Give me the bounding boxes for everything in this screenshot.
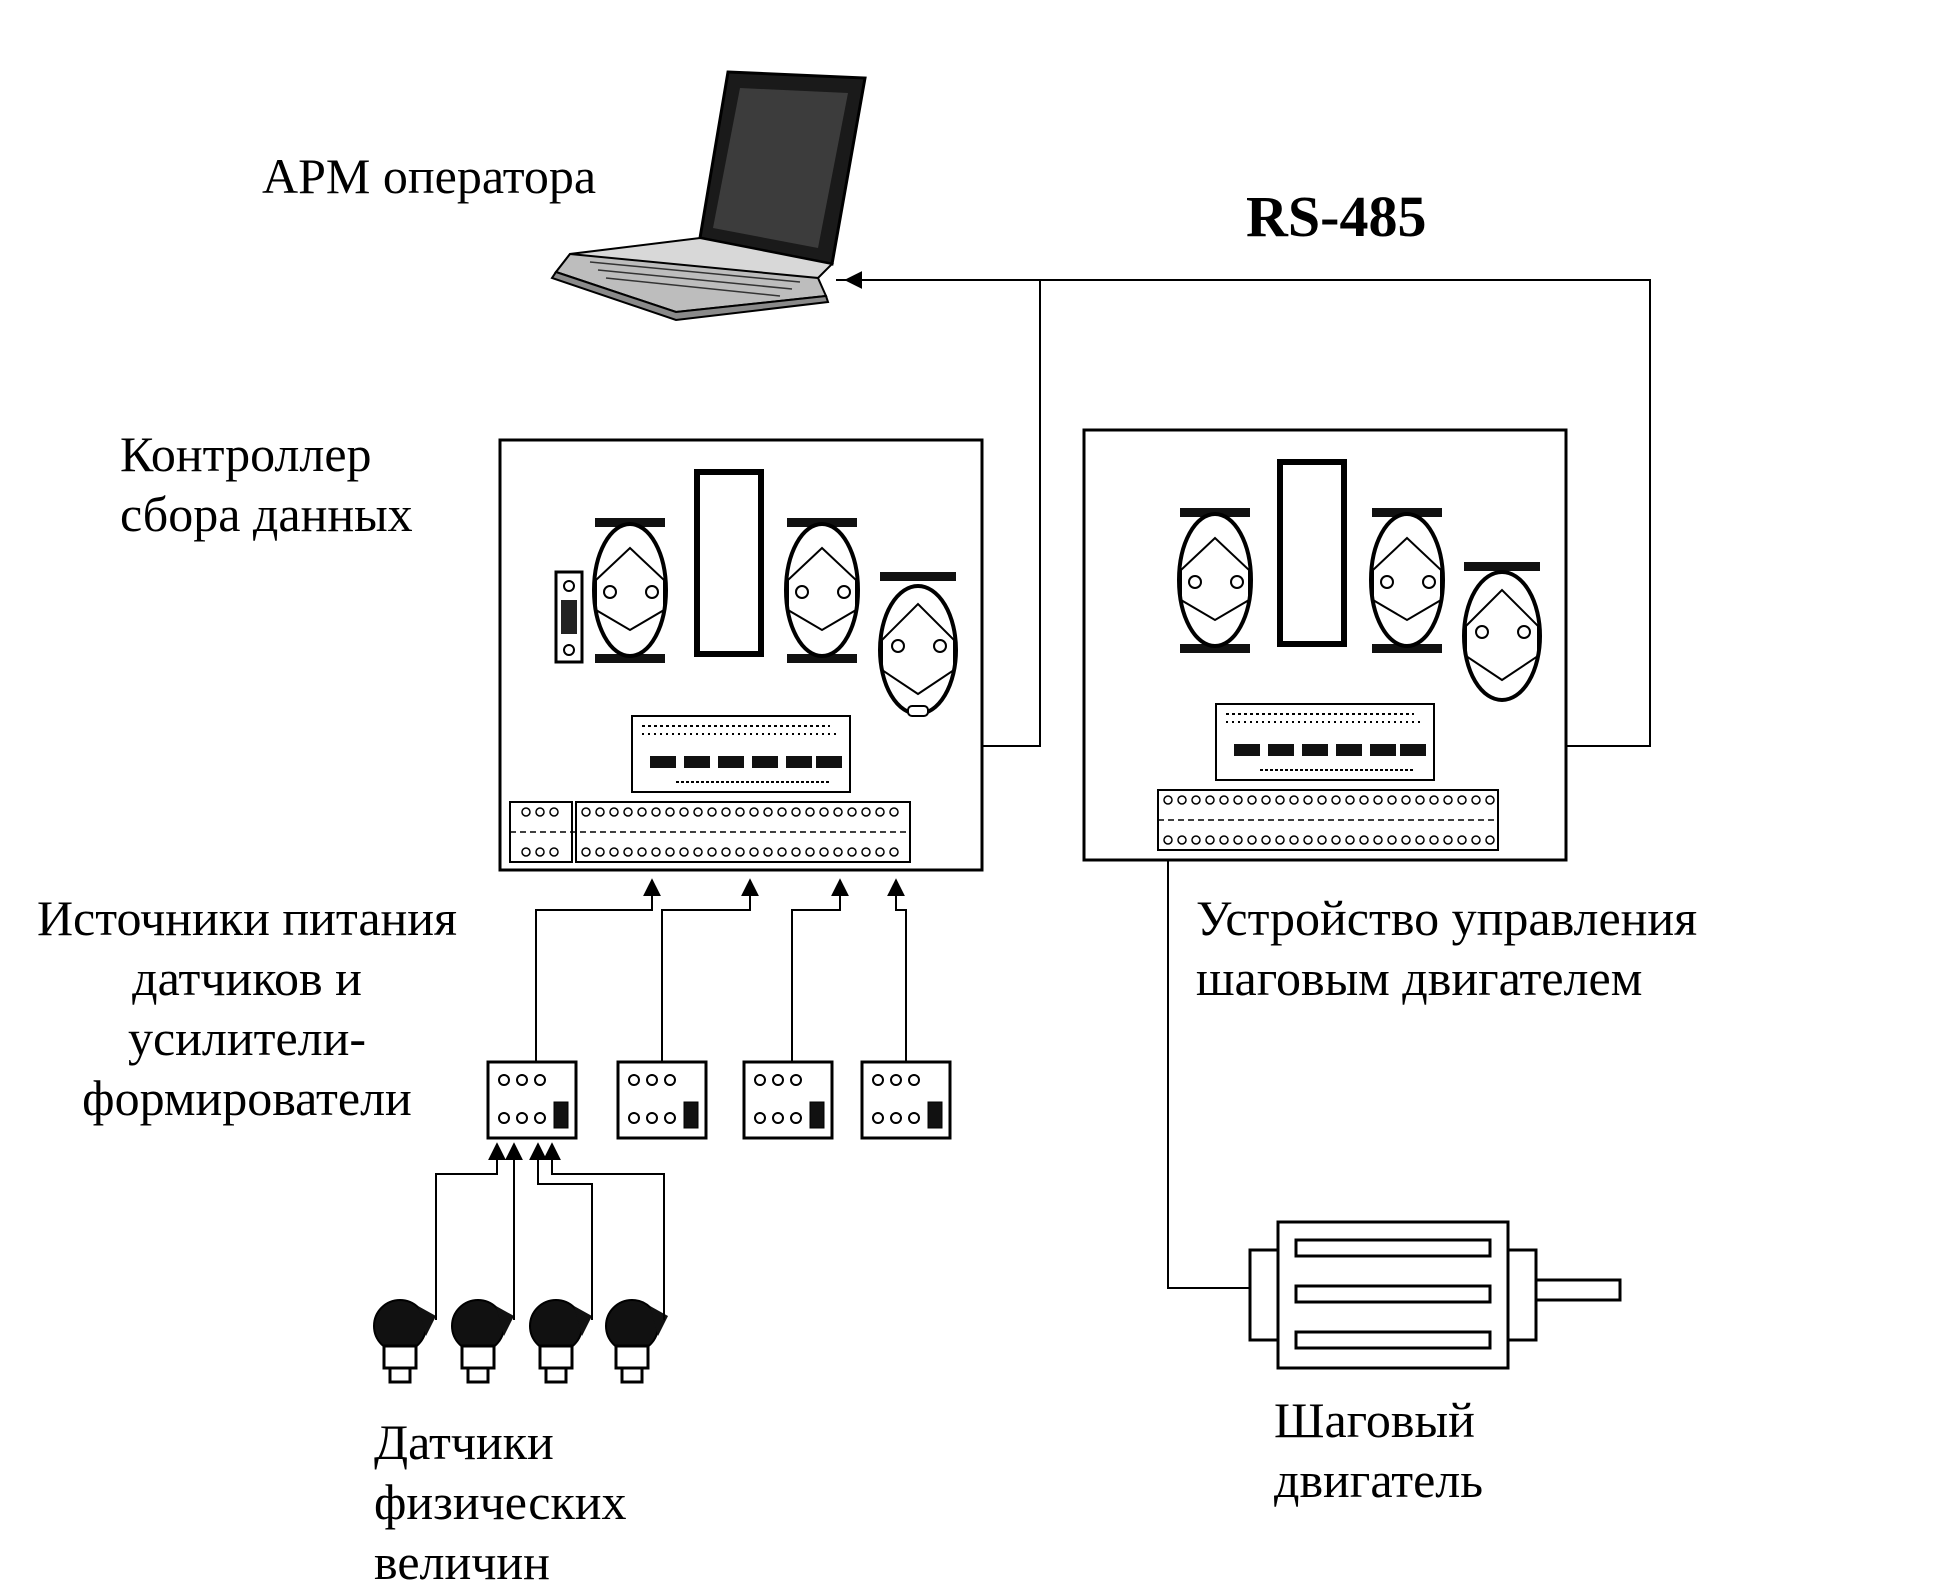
controller-board [498, 438, 984, 872]
relay-icon [1462, 562, 1542, 702]
motor-wire [1167, 860, 1250, 1289]
laptop-icon [550, 70, 867, 322]
relay-icon [1369, 508, 1445, 653]
sensor-icon [373, 1299, 436, 1384]
power-module-icon [742, 1060, 834, 1140]
relay-icon [1177, 508, 1253, 653]
label-motor: Шаговый двигатель [1274, 1392, 1484, 1508]
relay-icon [878, 572, 958, 717]
label-stepper-controller: Устройство управления шаговым двигателем [1196, 890, 1698, 1006]
relay-icon [592, 518, 668, 663]
connector-icon [554, 570, 584, 664]
stepper-controller-board [1082, 428, 1568, 862]
relay-icon [784, 518, 860, 663]
terminal-block-icon [1157, 789, 1499, 851]
label-operator: АРМ оператора [262, 148, 597, 204]
power-module-icon [616, 1060, 708, 1140]
label-rs485: RS-485 [1246, 184, 1427, 249]
sensor-icon [451, 1299, 514, 1384]
power-module-icon [486, 1060, 578, 1140]
label-controller: Контроллер сбора данных [120, 426, 413, 542]
stepper-motor-icon [1248, 1220, 1622, 1370]
circuit-board-icon [631, 715, 851, 793]
power-modules [486, 1060, 952, 1140]
power-module-icon [860, 1060, 952, 1140]
label-sensors: Датчики физических величин [374, 1414, 627, 1590]
sensor-icon [605, 1299, 668, 1384]
circuit-board-icon [1215, 703, 1435, 781]
label-power-modules: Источники питания датчиков и усилители- … [36, 890, 458, 1126]
sensors [373, 1299, 668, 1384]
sensor-module-wires [435, 1142, 665, 1320]
terminal-block-icon [509, 801, 911, 863]
sensor-icon [529, 1299, 592, 1384]
module-controller-wires [535, 878, 907, 1062]
